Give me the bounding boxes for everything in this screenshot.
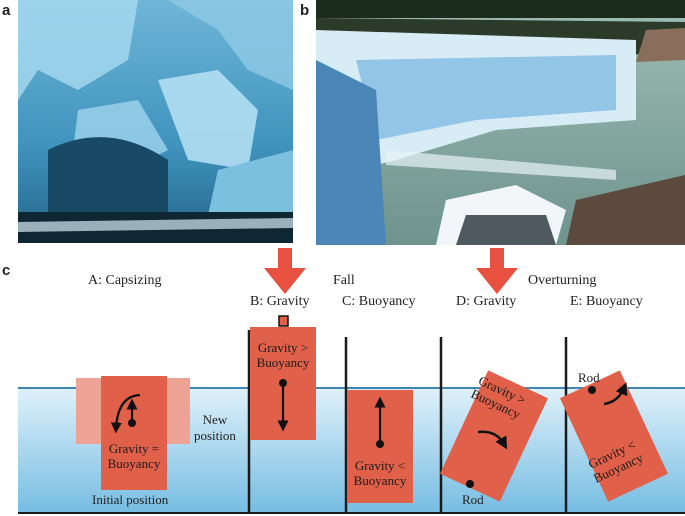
rod-b: [278, 315, 289, 327]
label-b: Gravity > Buoyancy: [250, 340, 316, 370]
annotation-new-position: New position: [194, 412, 236, 444]
heading-overturning: Overturning: [528, 273, 597, 288]
label-c-line2: Buoyancy: [353, 473, 407, 488]
center-dot-c: [376, 440, 384, 448]
subheading-b-gravity: B: Gravity: [250, 294, 310, 309]
annotation-rod-e: Rod: [578, 370, 600, 385]
block-a-initial-position: [101, 376, 167, 490]
label-a: Gravity = Buoyancy: [101, 441, 167, 471]
torque-arrow-e: [603, 382, 628, 406]
annotation-new-line1: New: [202, 412, 228, 427]
label-b-line1: Gravity >: [257, 340, 309, 355]
annotation-initial-position: Initial position: [92, 492, 169, 507]
subheading-e-buoyancy: E: Buoyancy: [570, 294, 643, 309]
label-b-line2: Buoyancy: [256, 355, 310, 370]
panel-label-a: a: [2, 2, 11, 19]
panel-label-c: c: [2, 262, 11, 279]
center-dot-b: [279, 379, 287, 387]
label-c: Gravity < Buoyancy: [347, 458, 413, 488]
heading-fall: Fall: [333, 273, 355, 288]
block-e: [560, 370, 668, 502]
rotation-arrow-a: [110, 393, 141, 434]
annotation-rod-d: Rod: [462, 492, 484, 507]
subheading-c-buoyancy: C: Buoyancy: [342, 294, 416, 309]
center-dot-a: [128, 419, 136, 427]
photo-a-glacier-calving: [18, 0, 293, 243]
overturn-arrow: [476, 248, 518, 294]
fall-arrow: [264, 248, 306, 294]
label-a-line2: Buoyancy: [107, 456, 161, 471]
panel-label-b: b: [300, 2, 310, 19]
rod-e-dot: [588, 386, 596, 394]
subheading-d-gravity: D: Gravity: [456, 294, 517, 309]
block-d: [440, 370, 548, 502]
heading-capsizing: A: Capsizing: [88, 273, 162, 288]
photo-b-glacier-front: [316, 0, 685, 245]
rod-d-dot: [466, 480, 474, 488]
label-a-line1: Gravity =: [108, 441, 160, 456]
annotation-new-line2: position: [194, 428, 236, 443]
torque-arrow-d: [477, 430, 508, 450]
block-d-group: [440, 370, 548, 502]
block-e-group: [560, 370, 668, 502]
label-c-line1: Gravity <: [354, 458, 406, 473]
